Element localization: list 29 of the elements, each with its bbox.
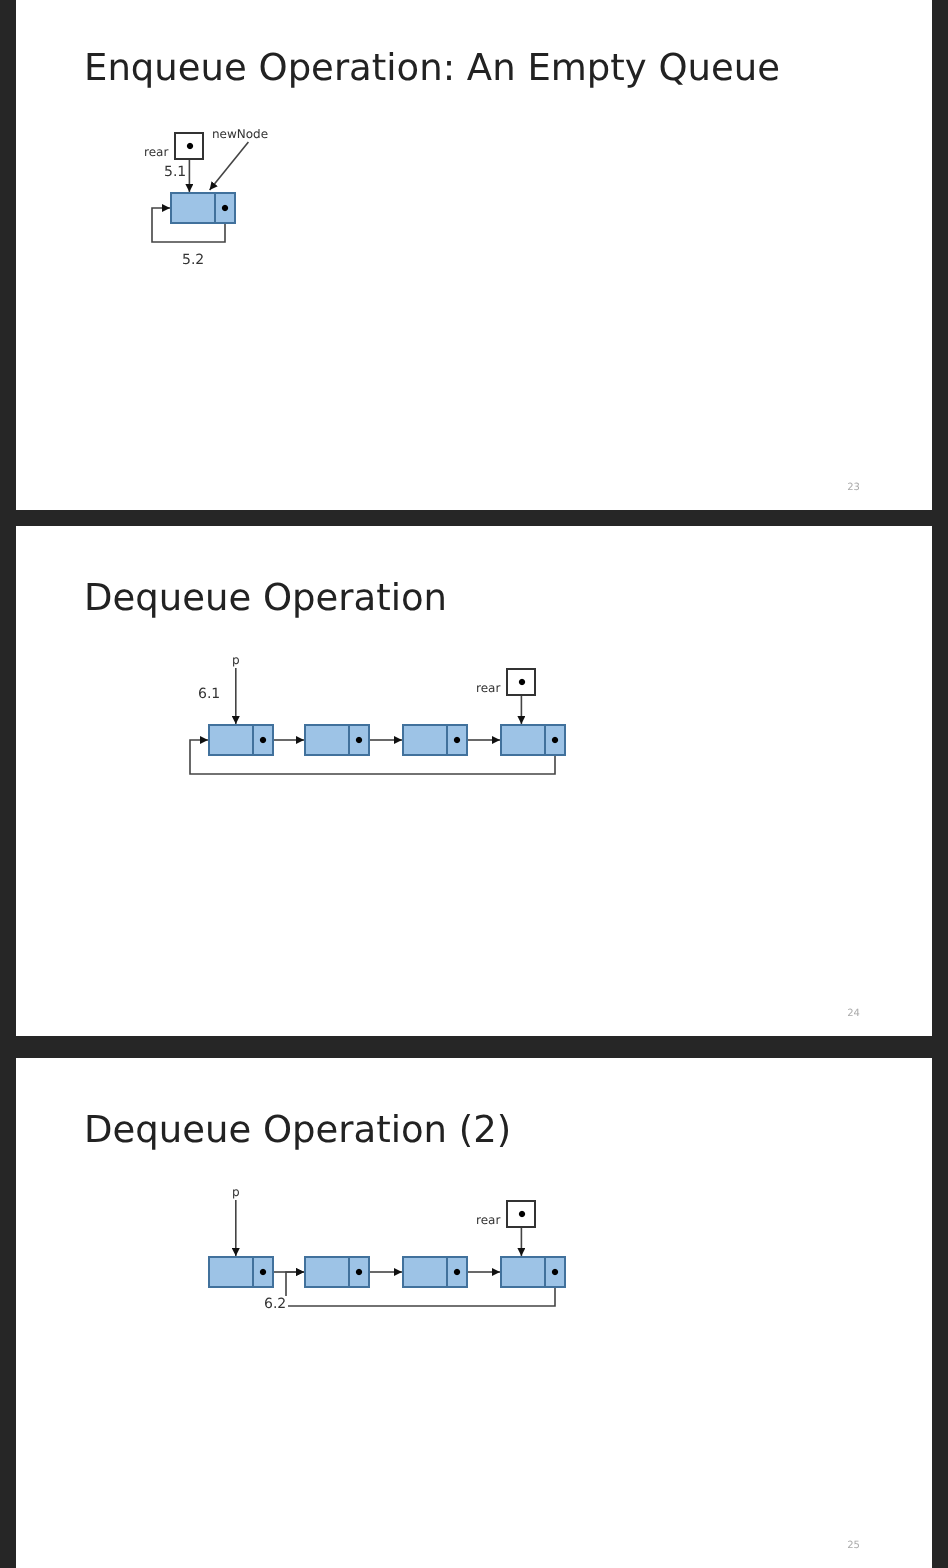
list-node <box>402 1256 468 1288</box>
arrow <box>467 736 501 744</box>
arrow <box>517 1227 526 1257</box>
arrow <box>467 1268 501 1276</box>
list-node <box>304 1256 370 1288</box>
arrow <box>273 736 305 744</box>
arrow <box>208 141 250 191</box>
arrow <box>285 1268 556 1307</box>
list-node <box>500 724 566 756</box>
arrow <box>189 736 556 775</box>
slide <box>16 0 932 510</box>
list-node <box>208 1256 274 1288</box>
list-node <box>500 1256 566 1288</box>
list-node <box>170 192 236 224</box>
arrow <box>231 1199 240 1257</box>
arrow <box>369 736 403 744</box>
arrow <box>517 695 526 725</box>
slide <box>16 526 932 1036</box>
arrow <box>151 204 226 243</box>
arrow <box>369 1268 403 1276</box>
slide-title: Dequeue Operation (2) <box>84 1110 512 1152</box>
arrow <box>231 667 240 725</box>
slide <box>16 1058 932 1568</box>
arrow <box>185 159 194 193</box>
slide-title: Dequeue Operation <box>84 578 448 620</box>
list-node <box>208 724 274 756</box>
list-node <box>402 724 468 756</box>
slide-title: Enqueue Operation: An Empty Queue <box>84 48 781 90</box>
list-node <box>304 724 370 756</box>
